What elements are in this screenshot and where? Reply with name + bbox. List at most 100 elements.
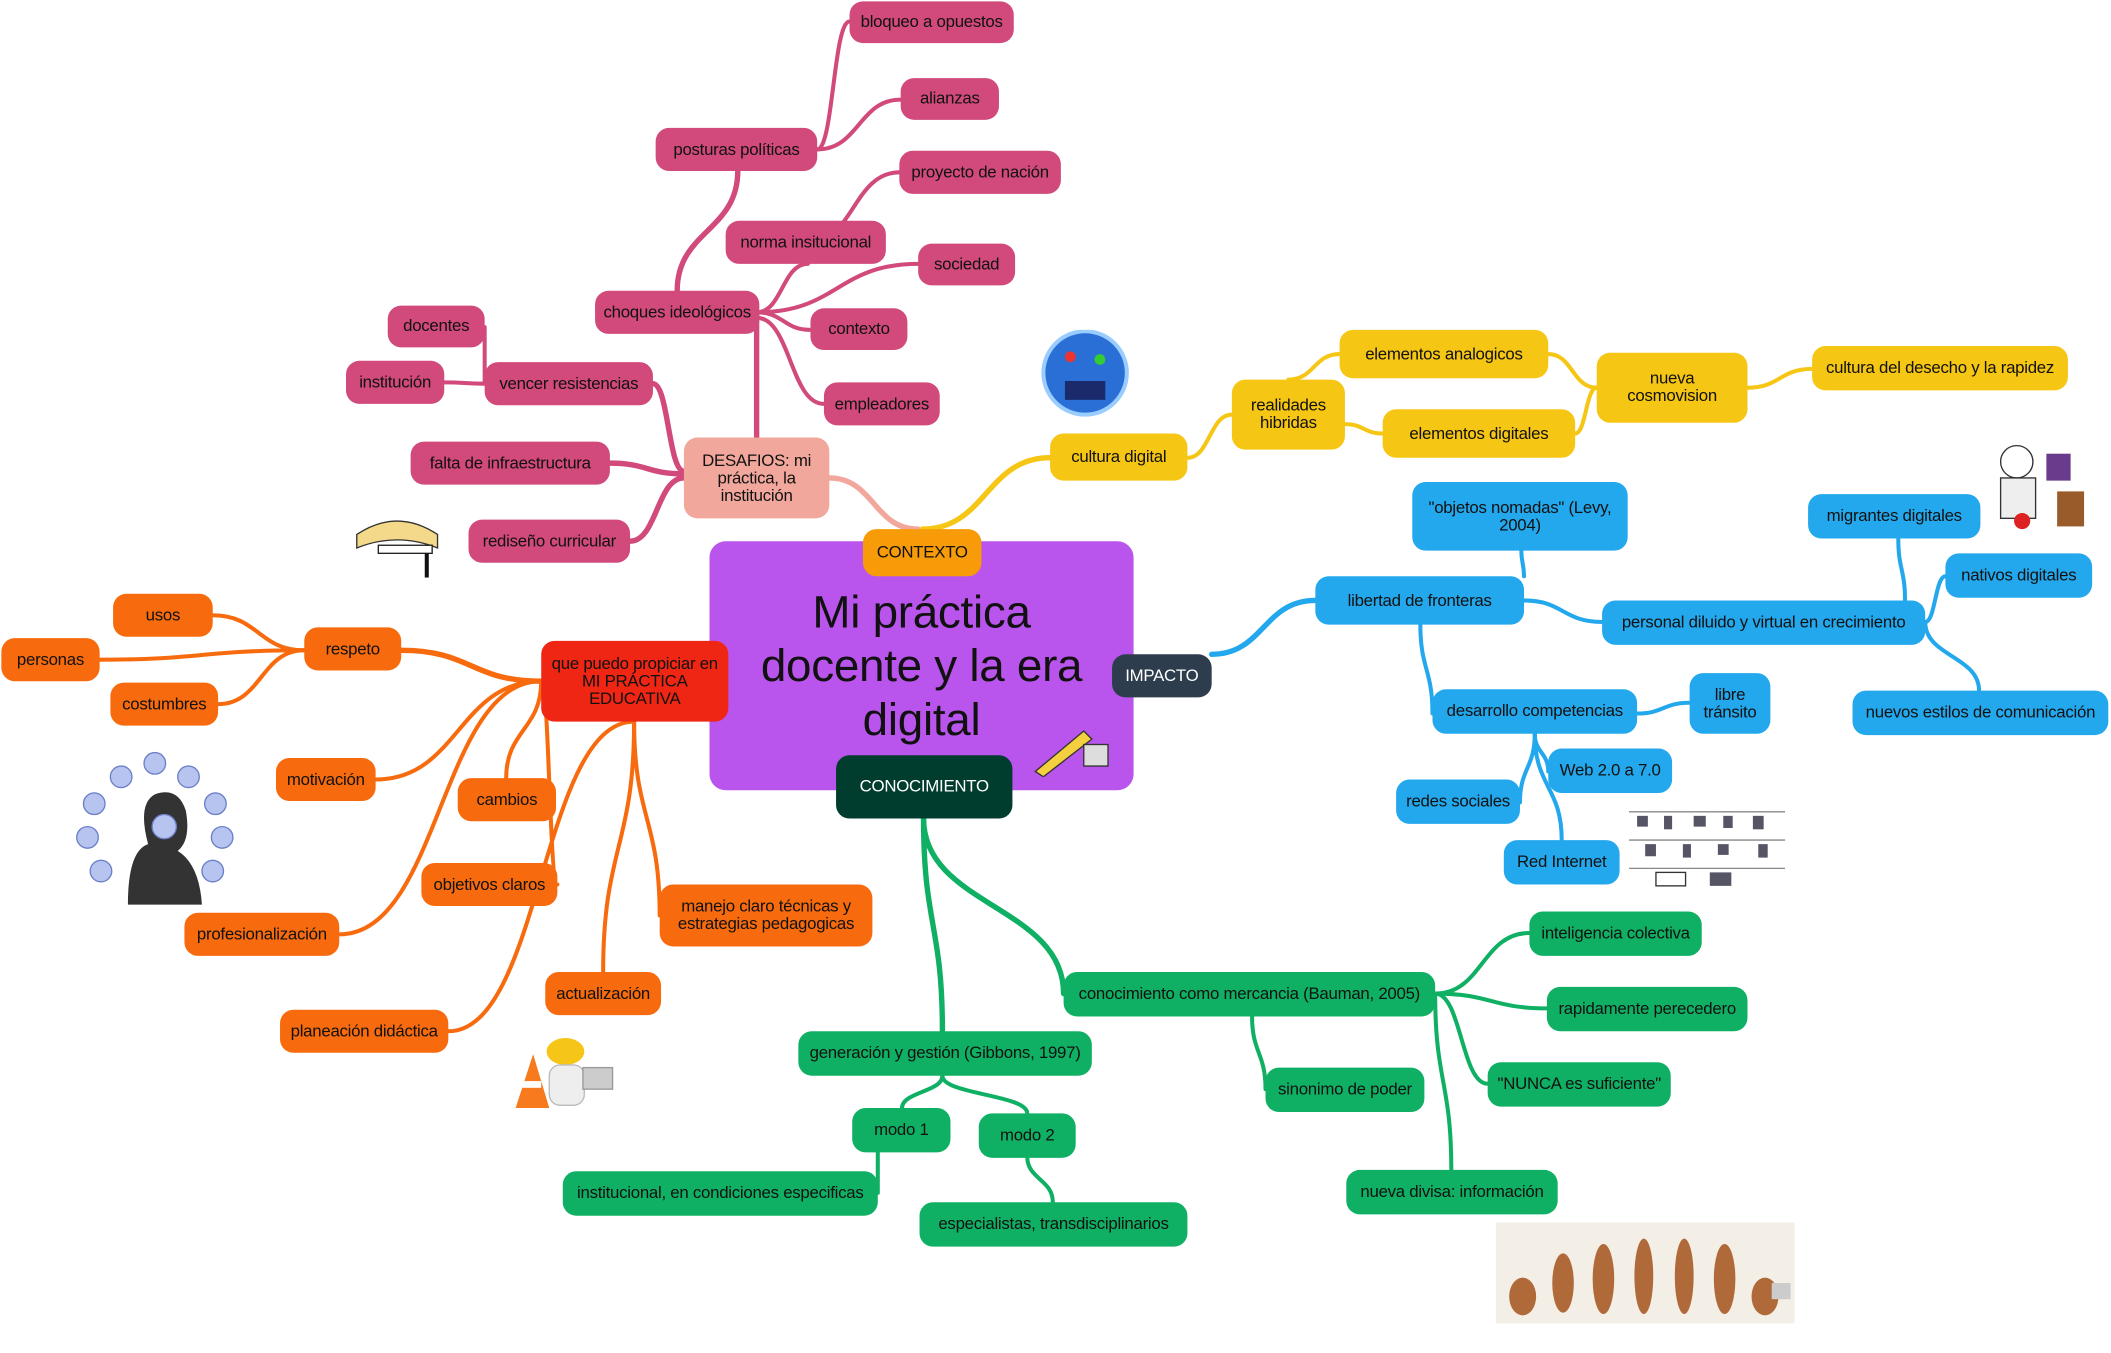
connector-line <box>754 261 810 315</box>
node-nunca[interactable]: "NUNCA es suficiente" <box>1487 1062 1671 1107</box>
connector-line <box>1185 412 1234 460</box>
connector-line <box>601 719 637 975</box>
node-planeacion[interactable]: planeación didáctica <box>280 1009 449 1053</box>
node-cosmovision[interactable]: nueva cosmovision <box>1596 352 1748 423</box>
node-redes[interactable]: redes sociales <box>1396 779 1520 824</box>
node-cultura-digital[interactable]: cultura digital <box>1050 433 1188 481</box>
connector-line <box>1433 991 1549 1011</box>
node-choques[interactable]: choques ideológicos <box>595 290 760 334</box>
node-nativos[interactable]: nativos digitales <box>1945 553 2093 598</box>
node-costumbres[interactable]: costumbres <box>110 682 219 726</box>
node-personal[interactable]: personal diluido y virtual en crecimient… <box>1602 600 1926 645</box>
node-rediseno[interactable]: rediseño curricular <box>468 519 631 563</box>
connector-line <box>919 455 1053 532</box>
reader-image <box>356 520 439 578</box>
human-evolution-image <box>1495 1222 1795 1324</box>
node-institucional[interactable]: institucional, en condiciones especifica… <box>562 1171 878 1216</box>
connector-line <box>97 648 307 662</box>
connector-line <box>815 19 852 152</box>
connector-line <box>1286 352 1342 382</box>
connector-line <box>754 261 921 315</box>
node-modo1[interactable]: modo 1 <box>852 1108 951 1153</box>
node-institucion[interactable]: institución <box>345 360 445 404</box>
globe-fish-image <box>1041 329 1129 417</box>
scientist-cartoon-image <box>1999 444 2085 530</box>
node-red-internet[interactable]: Red Internet <box>1503 840 1620 885</box>
node-proyecto[interactable]: proyecto de nación <box>899 150 1061 194</box>
node-digitales[interactable]: elementos digitales <box>1382 409 1576 458</box>
connector-line <box>1546 352 1599 390</box>
node-conocimiento[interactable]: CONOCIMIENTO <box>836 755 1013 819</box>
node-mercancia[interactable]: conocimiento como mercancia (Bauman, 200… <box>1063 972 1436 1017</box>
node-alianzas[interactable]: alianzas <box>900 78 999 120</box>
connector-line <box>674 168 741 294</box>
connector-line <box>940 1073 1030 1116</box>
node-manejo[interactable]: manejo claro técnicas y estrategias peda… <box>659 884 873 947</box>
connector-line <box>1342 422 1385 436</box>
node-actualizacion[interactable]: actualización <box>545 972 662 1016</box>
connector-line <box>920 815 946 1034</box>
node-motivacion[interactable]: motivación <box>275 757 376 802</box>
node-realidades[interactable]: realidades hibridas <box>1231 379 1345 450</box>
construction-worker-image <box>515 1037 614 1109</box>
node-docentes[interactable]: docentes <box>387 305 485 348</box>
connector-line <box>1635 700 1692 716</box>
node-impacto[interactable]: IMPACTO <box>1112 654 1212 698</box>
node-migrantes[interactable]: migrantes digitales <box>1808 494 1981 539</box>
connector-line <box>1208 597 1319 657</box>
technology-clothesline-image <box>1629 811 1786 887</box>
node-norma[interactable]: norma insitucional <box>725 220 886 264</box>
node-especialistas[interactable]: especialistas, transdisciplinarios <box>919 1202 1188 1247</box>
node-modo2[interactable]: modo 2 <box>978 1113 1076 1158</box>
connector-line <box>826 475 921 532</box>
node-generacion[interactable]: generación y gestión (Gibbons, 1997) <box>798 1031 1092 1076</box>
connector-line <box>1517 731 1537 805</box>
node-divisa[interactable]: nueva divisa: información <box>1346 1169 1558 1215</box>
connector-line <box>1025 1154 1055 1205</box>
node-objetivos[interactable]: objetivos claros <box>421 862 558 907</box>
connector-line <box>442 380 487 386</box>
connector-line <box>1923 574 1948 625</box>
connector-line <box>398 647 544 684</box>
node-web[interactable]: Web 2.0 a 7.0 <box>1548 748 1673 793</box>
node-empleadores[interactable]: empleadores <box>823 382 940 426</box>
connector-line <box>1745 366 1815 390</box>
node-sinonimo[interactable]: sinonimo de poder <box>1265 1067 1425 1113</box>
node-propiciar[interactable]: que puedo propiciar en MI PRÁCTICA EDUCA… <box>541 640 729 722</box>
connector-line <box>1433 991 1454 1172</box>
node-libre[interactable]: libre tránsito <box>1689 673 1771 734</box>
connector-line <box>650 381 687 474</box>
node-perecedero[interactable]: rapidamente perecedero <box>1546 986 1748 1032</box>
node-sociedad[interactable]: sociedad <box>918 243 1016 286</box>
node-respeto[interactable]: respeto <box>304 627 402 671</box>
node-bloqueo[interactable]: bloqueo a opuestos <box>849 1 1014 44</box>
node-desarrollo[interactable]: desarrollo competencias <box>1432 689 1638 734</box>
connector-line <box>504 679 544 781</box>
node-nuevos-estilos[interactable]: nuevos estilos de comunicación <box>1852 690 2109 736</box>
connector-line <box>632 719 662 918</box>
head-network-image <box>76 751 234 905</box>
node-desecho[interactable]: cultura del desecho y la rapidez <box>1812 345 2068 391</box>
node-inteligencia[interactable]: inteligencia colectiva <box>1529 911 1702 956</box>
node-falta[interactable]: falta de infraestructura <box>410 441 610 485</box>
node-nomadas[interactable]: "objetos nomadas" (Levy, 2004) <box>1412 481 1628 551</box>
connector-line <box>1250 1014 1268 1092</box>
node-analogicos[interactable]: elementos analogicos <box>1339 329 1549 379</box>
node-libertad[interactable]: libertad de fronteras <box>1315 576 1525 625</box>
node-vencer[interactable]: vencer resistencias <box>484 362 653 406</box>
node-usos[interactable]: usos <box>113 593 213 637</box>
connector-line <box>1433 991 1490 1086</box>
node-desafios[interactable]: DESAFIOS: mi práctica, la institución <box>683 437 830 519</box>
node-profesionalizacion[interactable]: profesionalización <box>184 912 340 956</box>
node-contexto[interactable]: CONTEXTO <box>862 529 982 577</box>
node-contexto-n[interactable]: contexto <box>810 308 908 351</box>
connector-line <box>1433 930 1532 996</box>
connector-line <box>815 97 903 152</box>
node-personas[interactable]: personas <box>1 638 100 682</box>
connector-line <box>1418 622 1435 716</box>
node-cambios[interactable]: cambios <box>457 778 557 822</box>
node-posturas[interactable]: posturas políticas <box>655 127 818 171</box>
connector-line <box>216 648 307 707</box>
